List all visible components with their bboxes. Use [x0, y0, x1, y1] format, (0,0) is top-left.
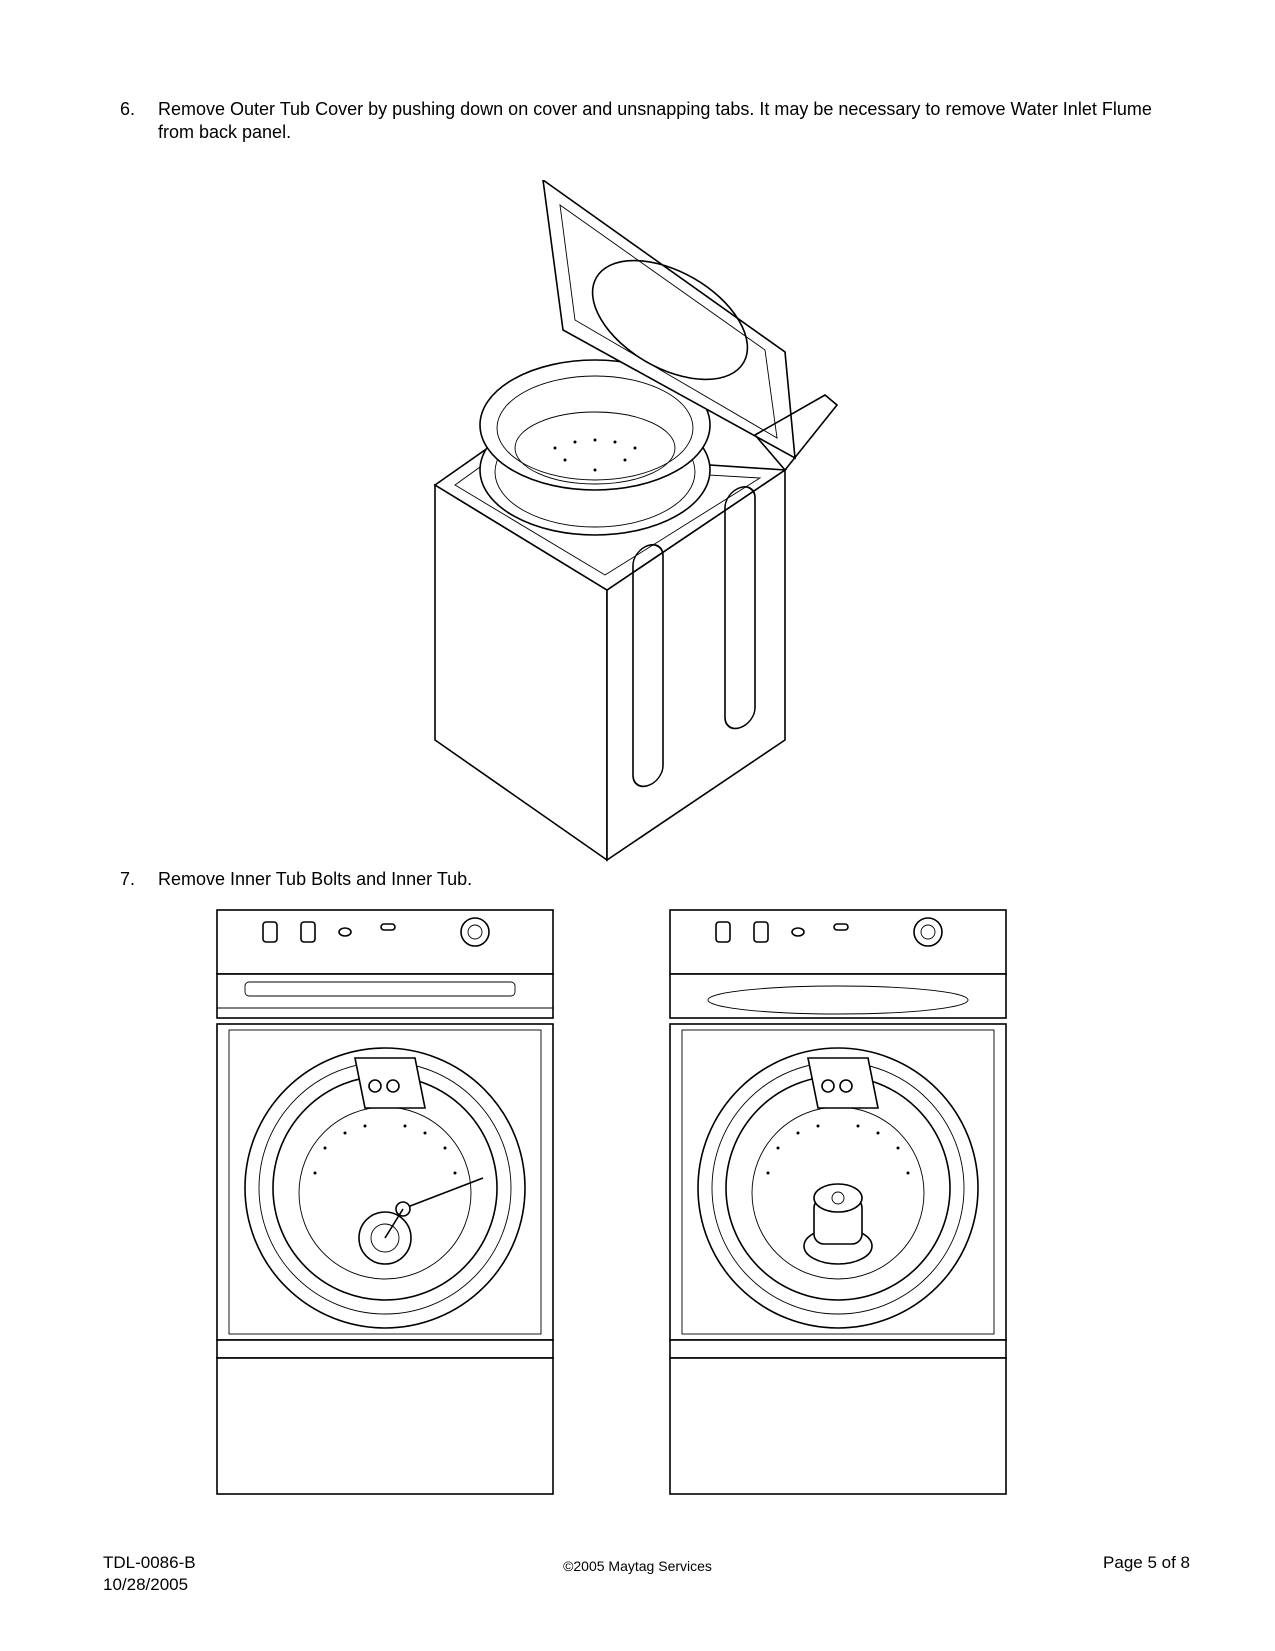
inner-tub-bolts-illustration: [215, 908, 555, 1498]
inner-tub-removed-illustration: [668, 908, 1008, 1498]
step-7: 7. Remove Inner Tub Bolts and Inner Tub.: [120, 868, 820, 892]
footer-doc-id: TDL-0086-B: [103, 1553, 196, 1572]
footer-page-number: Page 5 of 8: [1103, 1553, 1190, 1572]
step-7-number: 7.: [120, 869, 136, 889]
footer-doc-info: TDL-0086-B 10/28/2005: [103, 1552, 196, 1596]
step-6: 6. Remove Outer Tub Cover by pushing dow…: [120, 98, 1180, 146]
step-7-text: Remove Inner Tub Bolts and Inner Tub.: [158, 869, 473, 889]
washer-open-lid-illustration: [425, 180, 875, 870]
footer-date: 10/28/2005: [103, 1575, 189, 1594]
footer-copyright: ©2005 Maytag Services: [563, 1558, 712, 1574]
step-6-number: 6.: [120, 99, 136, 119]
step-6-text: Remove Outer Tub Cover by pushing down o…: [158, 99, 1152, 142]
